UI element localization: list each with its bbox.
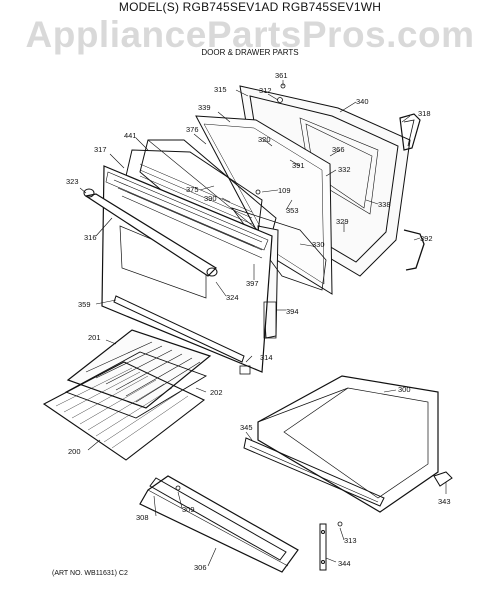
part-label-318: 318 [418,109,431,118]
part-label-394: 394 [286,307,299,316]
part-label-314: 314 [260,353,273,362]
part-label-339: 339 [198,103,211,112]
part-label-392: 392 [420,234,433,243]
part-label-109: 109 [278,186,291,195]
drawer-glide-344 [319,523,327,571]
door-gasket-318 [399,113,421,151]
part-label-202: 202 [210,388,223,397]
part-label-353: 353 [286,206,299,215]
door-handle-316 [84,193,217,277]
section-title: DOOR & DRAWER PARTS [201,48,299,57]
part-label-390: 390 [204,194,217,203]
watermark-logo: AppliancePartsPros.com [25,14,475,55]
outer-door-317 [101,165,273,373]
part-label-391: 391 [292,161,305,170]
part-label-312: 312 [259,86,272,95]
side-trim-394 [263,301,277,339]
part-label-315: 315 [214,85,227,94]
part-label-316: 316 [84,233,97,242]
part-label-330: 330 [312,240,325,249]
model-line: MODEL(S) RGB745SEV1AD RGB745SEV1WH [118,0,382,14]
part-label-320: 320 [258,135,271,144]
part-label-309: 309 [182,505,195,514]
part-label-329: 329 [336,217,349,226]
part-label-361: 361 [275,71,288,80]
part-label-332: 332 [338,165,351,174]
part-label-376: 376 [186,125,199,134]
broil-pan-insert-202 [64,351,208,419]
drawer-body-300 [257,375,439,513]
part-label-308: 308 [136,513,149,522]
part-label-344: 344 [338,559,351,568]
part-label-201: 201 [88,333,101,342]
part-label-359: 359 [78,300,91,309]
part-label-441: 441 [124,131,137,140]
part-label-345: 345 [240,423,253,432]
part-label-306: 306 [194,563,207,572]
art-number: (ART NO. WB11631) C2 [52,570,128,577]
drawer-front-trim-345 [243,437,385,507]
part-label-340: 340 [356,97,369,106]
part-label-324: 324 [226,293,239,302]
hinge-wire-392 [403,229,425,271]
part-label-200: 200 [68,447,81,456]
part-label-323: 323 [66,177,79,186]
drawer-panel-306 [139,475,299,573]
drawer-handle-308 [149,477,287,561]
part-label-313: 313 [344,536,357,545]
part-label-397: 397 [246,279,259,288]
part-label-300: 300 [398,385,411,394]
part-label-343: 343 [438,497,451,506]
part-label-366: 366 [332,145,345,154]
drawer-slide-343 [433,471,453,487]
part-label-338: 338 [378,200,391,209]
part-label-375: 375 [186,185,199,194]
insulation-330 [230,207,327,291]
part-label-317: 317 [94,145,107,154]
